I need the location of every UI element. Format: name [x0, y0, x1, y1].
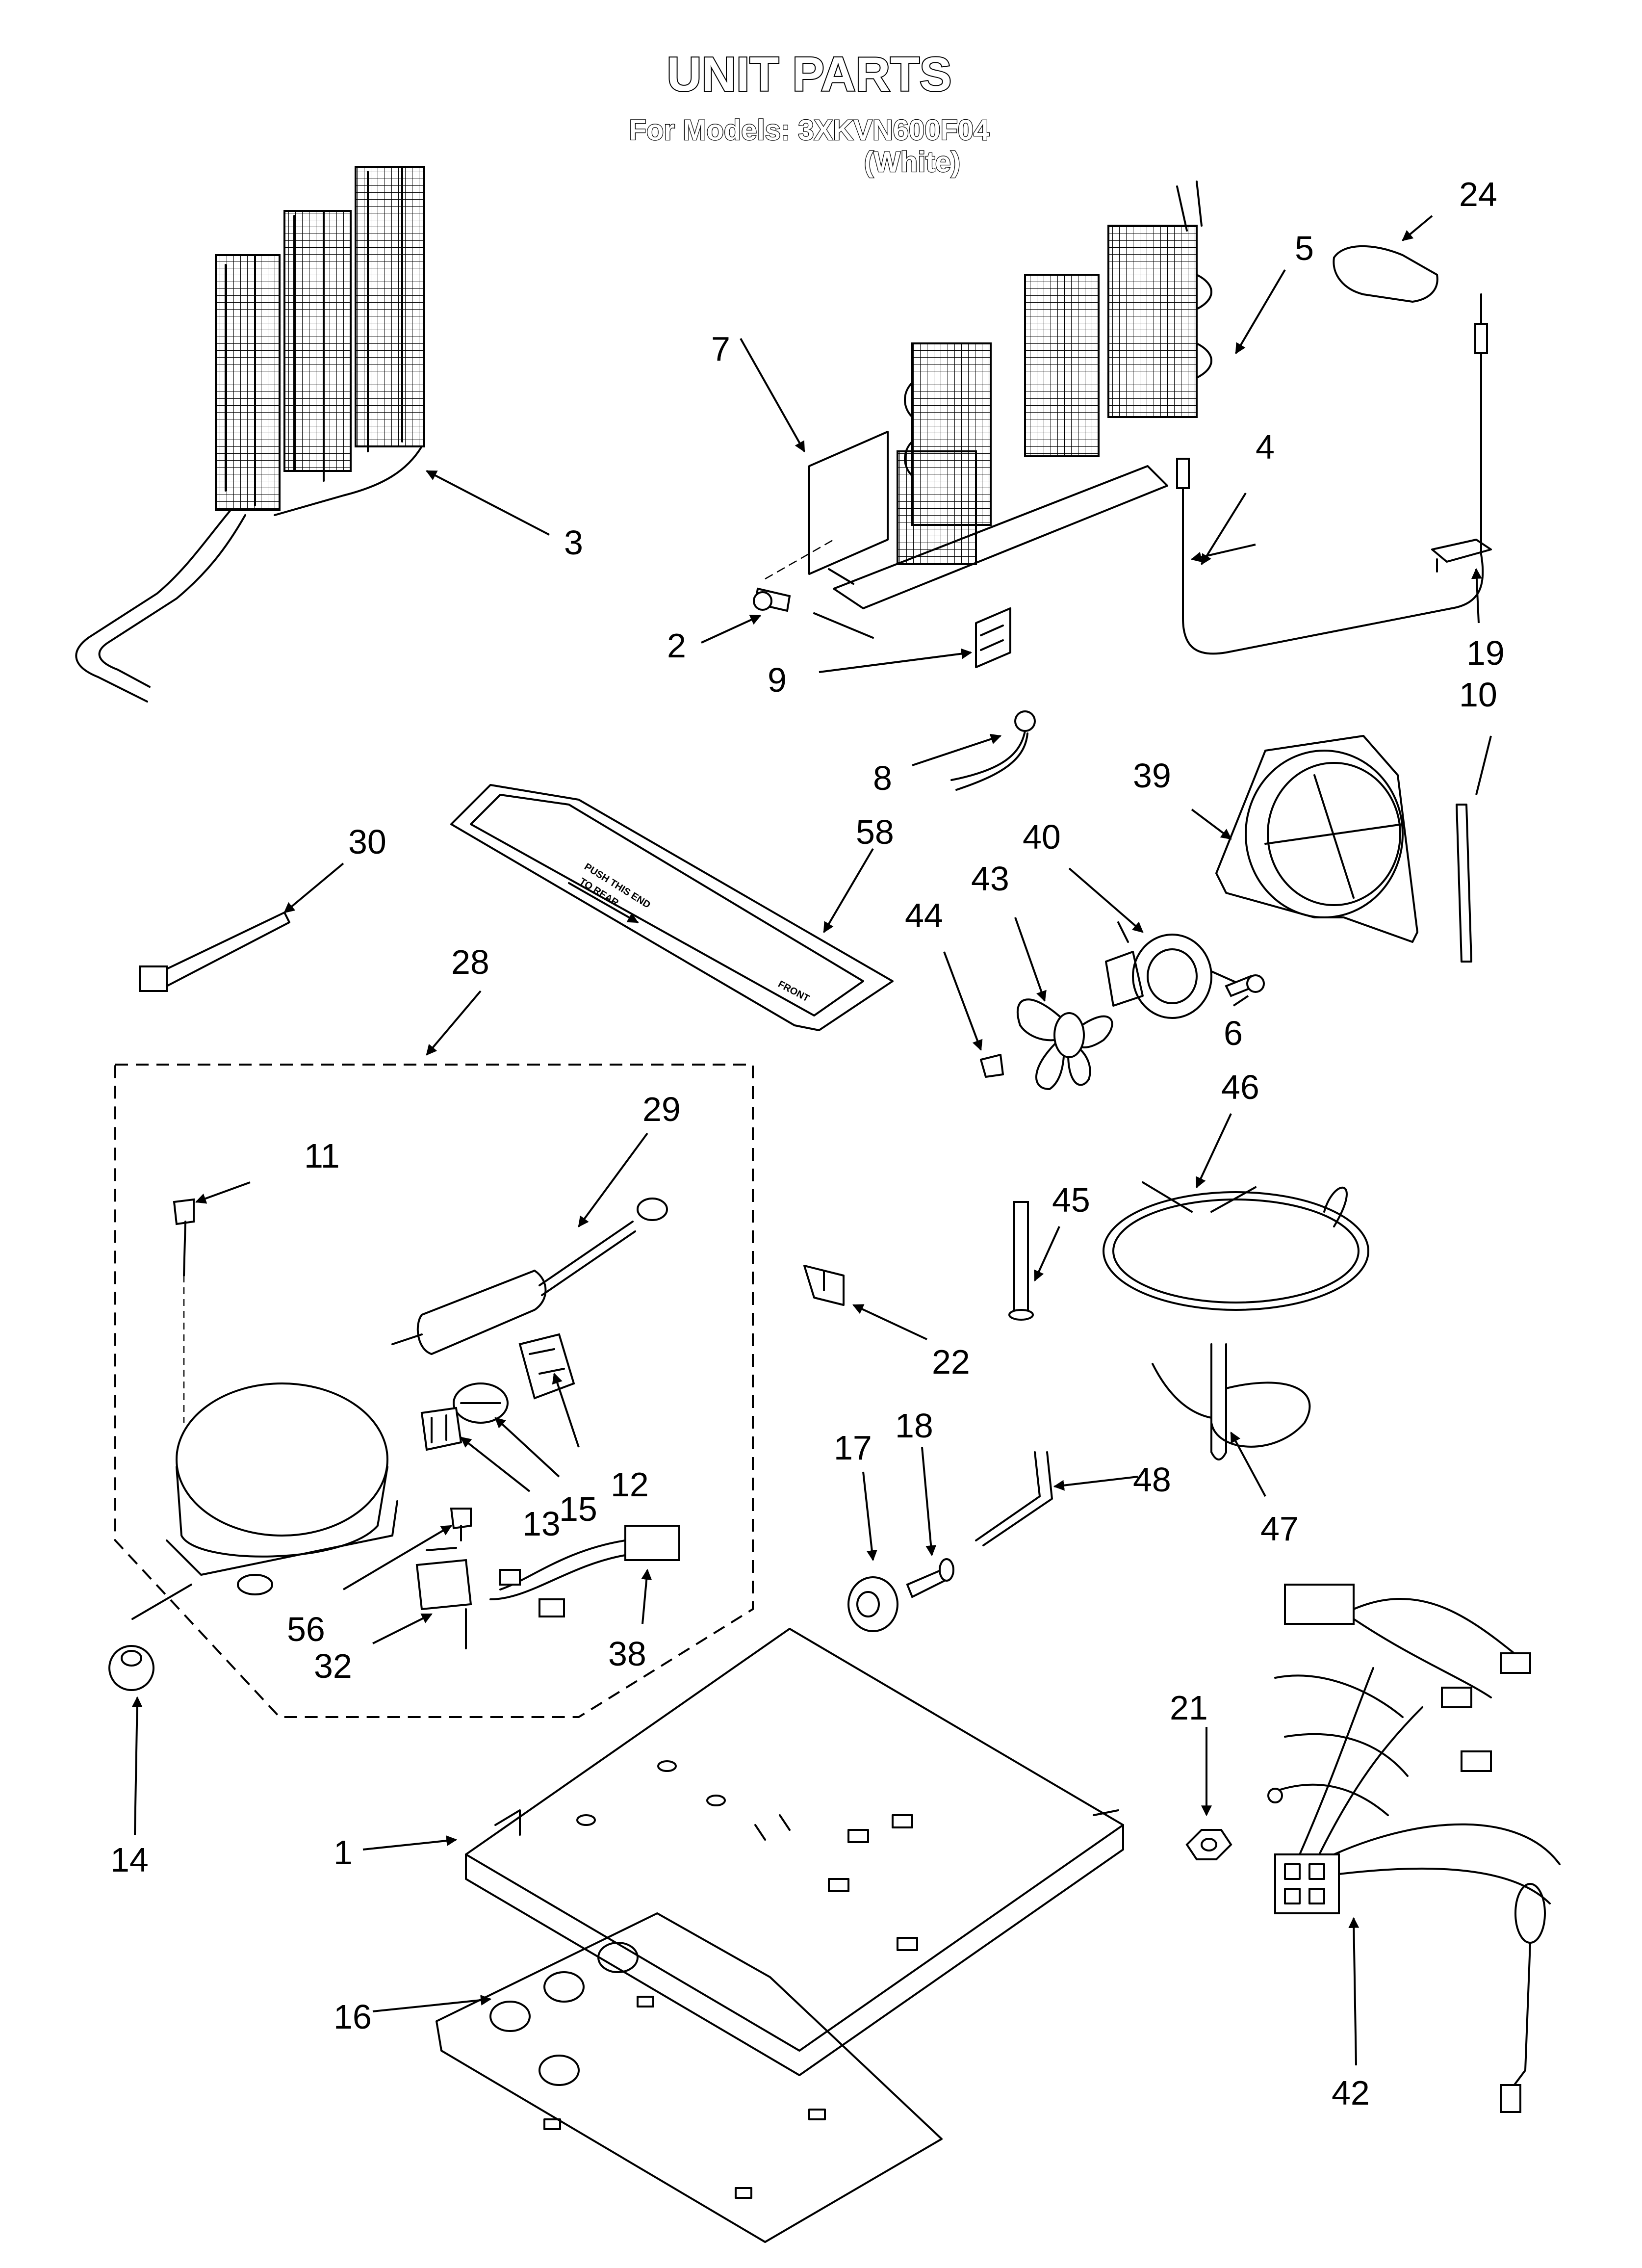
callout-39: 39	[1133, 756, 1171, 795]
callout-56: 56	[287, 1610, 325, 1648]
bracket-part-9	[975, 607, 1011, 668]
callout-12: 12	[611, 1465, 649, 1504]
screw-part-2	[753, 587, 791, 612]
fan-shroud	[1215, 735, 1418, 943]
screw-part-6	[1225, 974, 1265, 997]
terminal-part-13	[420, 1407, 462, 1451]
callout-21: 21	[1170, 1689, 1208, 1727]
leader-lines	[131, 215, 1492, 2066]
callout-40: 40	[1023, 818, 1061, 856]
callout-7: 7	[711, 330, 730, 368]
callout-46: 46	[1221, 1068, 1259, 1106]
evaporator	[813, 181, 1212, 639]
tube-part-46	[1103, 1181, 1369, 1311]
callout-2: 2	[667, 626, 686, 665]
grommet-part-14	[108, 1645, 154, 1691]
overload-part-15	[453, 1382, 509, 1424]
connector-part-38	[489, 1525, 680, 1617]
wiring-harness	[1267, 1584, 1561, 2113]
nut-part-21	[1185, 1829, 1232, 1860]
compressor-assembly-boundary	[114, 1064, 754, 1718]
tray-front-label: FRONT	[776, 979, 811, 1004]
callout-47: 47	[1260, 1510, 1299, 1548]
color-line: (White)	[864, 146, 961, 178]
callout-42: 42	[1332, 2074, 1370, 2112]
callout-10: 10	[1459, 676, 1497, 714]
callout-28: 28	[451, 943, 489, 981]
callout-6: 6	[1224, 1014, 1243, 1052]
base-plate	[465, 1628, 1124, 2076]
callout-19: 19	[1466, 634, 1505, 672]
callout-32: 32	[314, 1647, 352, 1685]
callout-45: 45	[1052, 1181, 1090, 1219]
pin-part-18	[906, 1558, 954, 1598]
callout-15: 15	[559, 1490, 597, 1528]
condenser-coil	[75, 166, 425, 703]
callout-48: 48	[1133, 1460, 1171, 1499]
callout-3: 3	[564, 523, 583, 562]
roller-part-17	[847, 1576, 898, 1632]
strip-part-10	[1456, 804, 1472, 963]
dryer-part-29	[391, 1198, 668, 1356]
screw-part-56	[450, 1508, 472, 1541]
insulation-pad	[436, 1912, 943, 2243]
callout-24: 24	[1459, 175, 1497, 213]
callout-29: 29	[642, 1090, 681, 1128]
page-title: UNIT PARTS	[667, 47, 952, 101]
screw-part-11	[173, 1198, 195, 1423]
clip-part-19	[1431, 539, 1492, 573]
callout-numbers: 1 2 3 4 5 6 7 8 9 10 11 12 13 14 15 16 1…	[110, 175, 1505, 2112]
evaporator-cover-plate	[765, 431, 889, 580]
callout-30: 30	[348, 823, 386, 861]
bracket-part-32	[415, 1547, 472, 1649]
compressor	[131, 1382, 398, 1620]
clip-part-44	[980, 1054, 1004, 1078]
fan-blade	[1017, 998, 1113, 1090]
callout-38: 38	[608, 1635, 646, 1673]
callout-22: 22	[932, 1343, 970, 1381]
callout-16: 16	[334, 1998, 372, 2036]
callout-1: 1	[334, 1833, 353, 1872]
cable-tie	[139, 912, 290, 992]
relay-part-12	[518, 1333, 575, 1400]
callout-4: 4	[1256, 428, 1275, 466]
callout-13: 13	[522, 1505, 561, 1543]
callout-14: 14	[110, 1841, 149, 1879]
clip-part-22	[803, 1265, 845, 1306]
pin-part-45	[1008, 1201, 1034, 1321]
cap-part-24	[1333, 245, 1438, 303]
wire-part-8	[950, 710, 1036, 791]
tube-part-48	[975, 1451, 1053, 1546]
tube-part-47	[1152, 1343, 1311, 1460]
callout-17: 17	[834, 1429, 872, 1467]
models-line: For Models: 3XKVN600F04	[629, 114, 990, 146]
callout-18: 18	[895, 1407, 933, 1445]
header: UNIT PARTS For Models: 3XKVN600F04 (Whit…	[628, 46, 990, 179]
sensor-wire-part-4	[1176, 293, 1488, 655]
fan-motor	[1105, 921, 1257, 1019]
callout-5: 5	[1295, 229, 1314, 267]
callout-11: 11	[304, 1137, 340, 1175]
callout-8: 8	[873, 759, 892, 797]
callout-58: 58	[856, 813, 894, 851]
callout-44: 44	[905, 896, 943, 935]
callout-43: 43	[971, 860, 1009, 898]
drain-tray: PUSH THIS END TO REAR FRONT	[450, 784, 894, 1031]
callout-9: 9	[768, 661, 787, 699]
